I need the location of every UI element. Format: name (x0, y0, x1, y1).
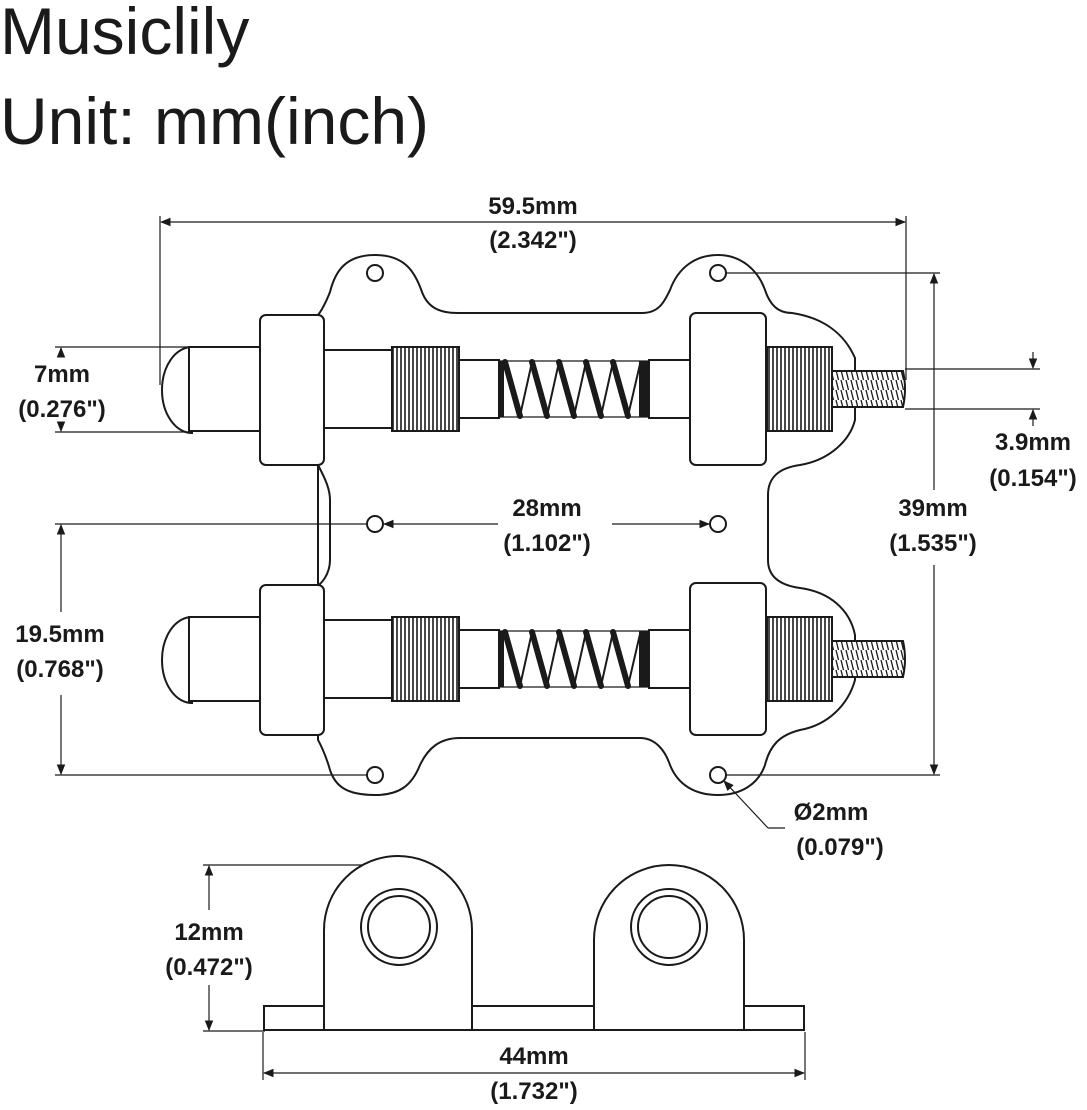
base-length-mm: 44mm (499, 1043, 568, 1070)
unit-note: Unit: mm(inch) (0, 84, 430, 158)
mount-hole-top-left (366, 264, 384, 282)
base-length-inch: (1.732") (490, 1078, 577, 1105)
mount-hole-top-right (709, 264, 727, 282)
hole-spacing-mm: 28mm (512, 495, 581, 522)
row-offset-mm: 19.5mm (15, 621, 104, 648)
brand-title: Musiclily (0, 0, 250, 68)
height-mm: 12mm (174, 919, 243, 946)
hole-span-mm: 39mm (898, 495, 967, 522)
mount-hole-bottom-left (366, 766, 384, 784)
thread-diameter-inch: (0.154") (989, 465, 1076, 492)
hole-spacing-inch: (1.102") (503, 530, 590, 557)
overall-width-mm: 59.5mm (488, 193, 577, 220)
hole-span-inch: (1.535") (889, 530, 976, 557)
mount-hole-mm: Ø2mm (794, 799, 869, 826)
mount-hole-bottom-right (709, 766, 727, 784)
base-plate-outline (317, 253, 856, 797)
height-inch: (0.472") (165, 954, 252, 981)
overall-width-inch: (2.342") (489, 227, 576, 254)
row-offset-inch: (0.768") (16, 656, 103, 683)
mount-hole-inch: (0.079") (796, 834, 883, 861)
side-view (263, 855, 805, 1031)
mount-hole-mid-left (366, 515, 384, 533)
plunger-diameter-inch: (0.276") (18, 396, 105, 423)
mount-hole-mid-right (709, 515, 727, 533)
thread-diameter-mm: 3.9mm (995, 429, 1071, 456)
plunger-diameter-mm: 7mm (34, 361, 90, 388)
